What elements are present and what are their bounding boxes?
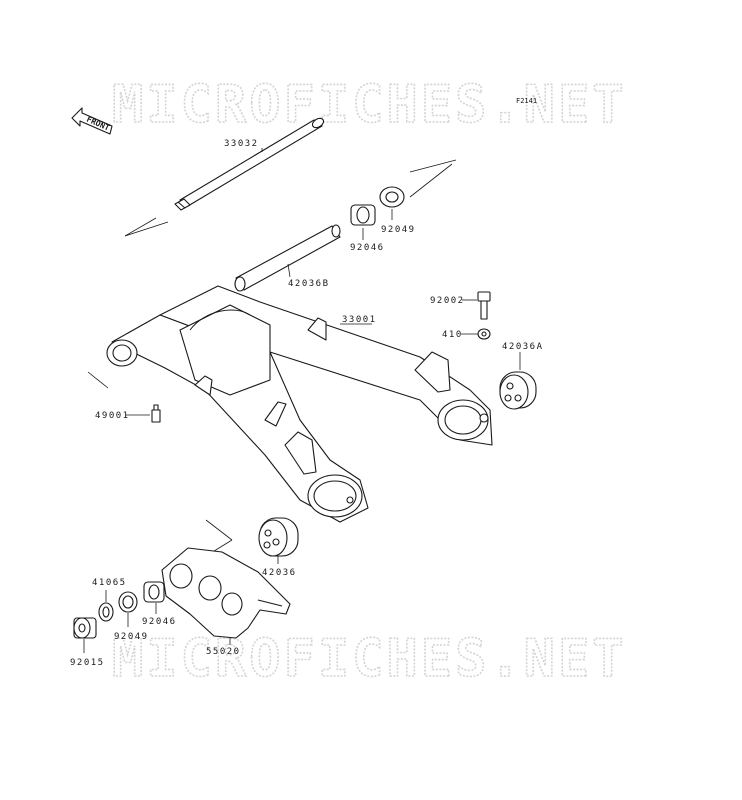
label-42036: 42036: [262, 568, 297, 578]
guide-line-top-right-2: [409, 163, 453, 198]
label-410: 410: [442, 330, 463, 340]
label-42036B: 42036B: [288, 279, 330, 289]
guide-line-top-right: [409, 159, 457, 173]
watermark-bottom: MICROFICHES.NET: [112, 629, 627, 689]
label-92046-bottom: 92046: [142, 617, 177, 627]
label-42036A: 42036A: [502, 342, 544, 352]
bushing-lower: [258, 517, 299, 557]
guide-line-lower: [205, 519, 233, 541]
label-92049-bottom: 92049: [114, 632, 149, 642]
label-55020: 55020: [206, 647, 241, 657]
front-label: FRONT: [85, 115, 111, 133]
watermark-top: MICROFICHES.NET: [112, 75, 627, 135]
seal-cap-bottom: [118, 591, 138, 613]
label-92002: 92002: [430, 296, 465, 306]
figure-code: F2141: [516, 97, 537, 105]
label-49001: 49001: [95, 411, 130, 421]
collar-tube: [234, 224, 341, 292]
washer: [477, 328, 491, 340]
swingarm-body: [106, 285, 493, 523]
label-33001: 33001: [342, 315, 377, 325]
label-92046-top: 92046: [350, 243, 385, 253]
seal-cap-top: [379, 186, 405, 208]
label-92049-top: 92049: [381, 225, 416, 235]
thrust-washer: [98, 602, 114, 622]
needle-bearing-bottom: [143, 581, 165, 603]
swingarm-pivot-shaft: [124, 117, 325, 237]
label-33032: 33032: [224, 139, 259, 149]
bolt: [477, 291, 491, 320]
leader-42036B: [287, 263, 291, 278]
label-41065: 41065: [92, 578, 127, 588]
needle-bearing-top: [350, 204, 376, 226]
grease-nipple: [151, 404, 161, 423]
chain-slider: [161, 547, 291, 639]
label-92015: 92015: [70, 658, 105, 668]
collar: [73, 617, 97, 639]
bushing-right: [499, 371, 537, 410]
front-arrow-icon: FRONT: [71, 107, 113, 135]
guide-line-pivot: [87, 371, 109, 389]
